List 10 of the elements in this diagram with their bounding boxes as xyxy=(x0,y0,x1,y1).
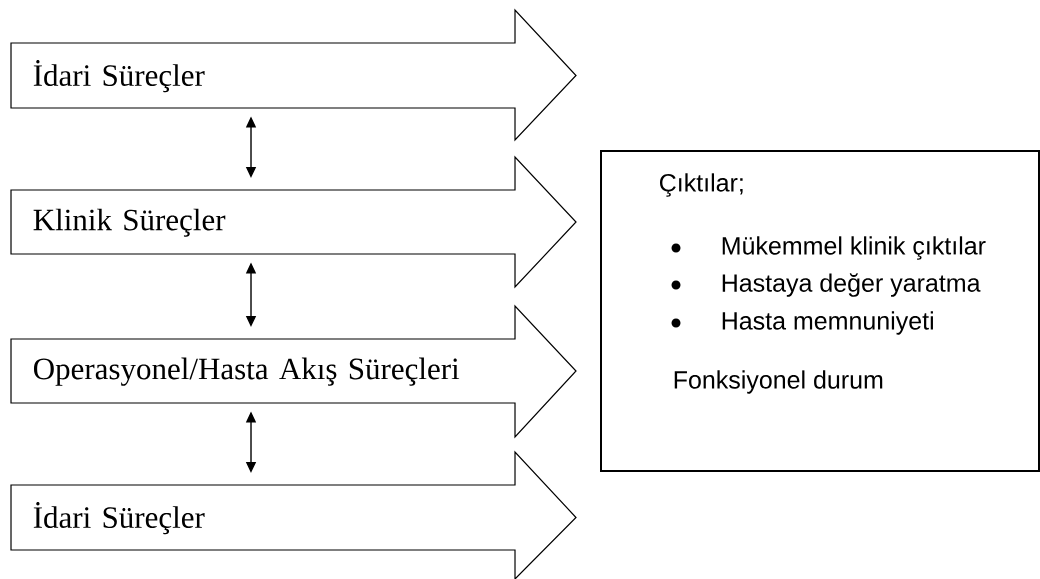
text-box xyxy=(600,150,1040,472)
list-text: Fonksiyonel durum xyxy=(674,370,883,394)
process-band: Klinik Süreçler xyxy=(10,155,577,289)
process-band: İdari Süreçler xyxy=(10,450,577,579)
list-text: Mükemmel klinik çıktılar xyxy=(722,236,986,260)
list-text: Çıktılar; xyxy=(660,173,743,197)
process-band: İdari Süreçler xyxy=(10,8,577,142)
list-text: Hasta memnuniyeti xyxy=(722,311,933,335)
process-band: Operasyonel/Hasta Akış Süreçleri xyxy=(10,304,577,439)
list-text: Hastaya değer yaratma xyxy=(722,273,981,297)
